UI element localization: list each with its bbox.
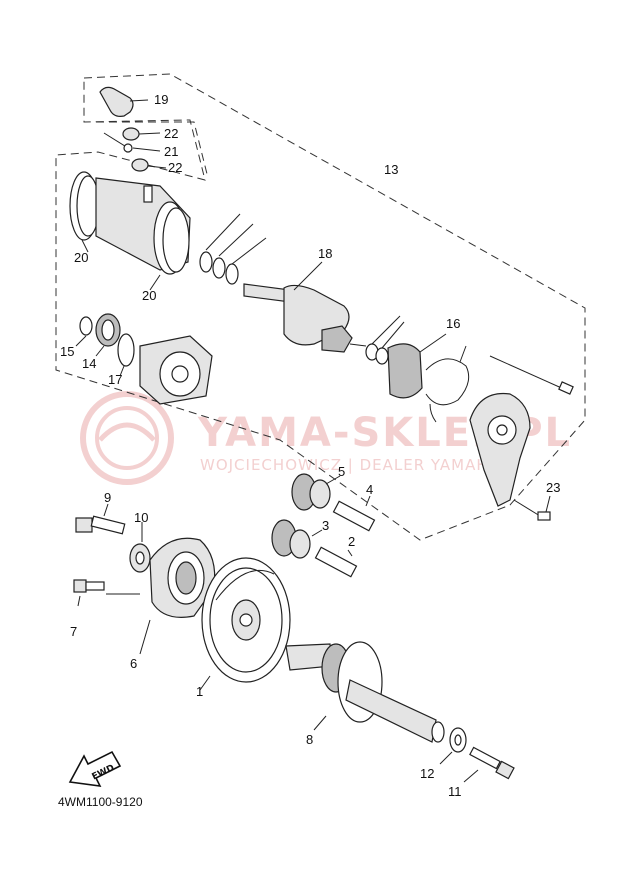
fwd-arrow-icon: FWD xyxy=(68,750,122,787)
part-front-cover-and-bolts xyxy=(469,355,574,521)
callout-22b: 22 xyxy=(168,160,182,175)
callout-labels: 1 2 3 4 5 6 7 8 9 10 11 12 13 14 15 16 1… xyxy=(60,92,560,799)
part-14-15-17-rear-cover xyxy=(75,313,213,405)
callout-3: 3 xyxy=(322,518,329,533)
callout-4: 4 xyxy=(366,482,373,497)
callout-20b: 20 xyxy=(142,288,156,303)
callout-5: 5 xyxy=(338,464,345,479)
part-yoke-housing xyxy=(69,171,267,291)
callout-17: 17 xyxy=(108,372,122,387)
callout-23: 23 xyxy=(546,480,560,495)
part-19-terminal-cap xyxy=(99,86,149,117)
part-16-brush-holder xyxy=(387,333,470,423)
part-1-large-gear xyxy=(199,557,291,691)
callout-21: 21 xyxy=(164,144,178,159)
callout-8: 8 xyxy=(306,732,313,747)
part-3-5-idler-gears-2-4-shafts xyxy=(271,473,376,578)
callout-14: 14 xyxy=(82,356,96,371)
callout-11: 11 xyxy=(448,784,462,799)
part-6-7-9-10-bearing-housing xyxy=(73,503,216,655)
assembly-outline-13 xyxy=(55,73,586,541)
callout-7: 7 xyxy=(70,624,77,639)
callout-9: 9 xyxy=(104,490,111,505)
callout-1: 1 xyxy=(196,684,203,699)
callout-20a: 20 xyxy=(74,250,88,265)
watermark-dealer: WOJCIECHOWICZ | DEALER YAMAHA xyxy=(200,456,500,474)
callout-19: 19 xyxy=(154,92,168,107)
part-21-22-lead-and-nuts xyxy=(103,127,167,172)
part-18-armature xyxy=(243,261,405,365)
callout-16: 16 xyxy=(446,316,460,331)
part-8-shaft-gear xyxy=(285,641,445,743)
callout-13: 13 xyxy=(384,162,398,177)
callout-18: 18 xyxy=(318,246,332,261)
callout-12: 12 xyxy=(420,766,434,781)
callout-2: 2 xyxy=(348,534,355,549)
callout-15: 15 xyxy=(60,344,74,359)
part-11-12-washer-bolt xyxy=(439,727,515,783)
diagram-code: 4WM1100-9120 xyxy=(58,795,143,809)
callout-6: 6 xyxy=(130,656,137,671)
callout-10: 10 xyxy=(134,510,148,525)
callout-22a: 22 xyxy=(164,126,178,141)
